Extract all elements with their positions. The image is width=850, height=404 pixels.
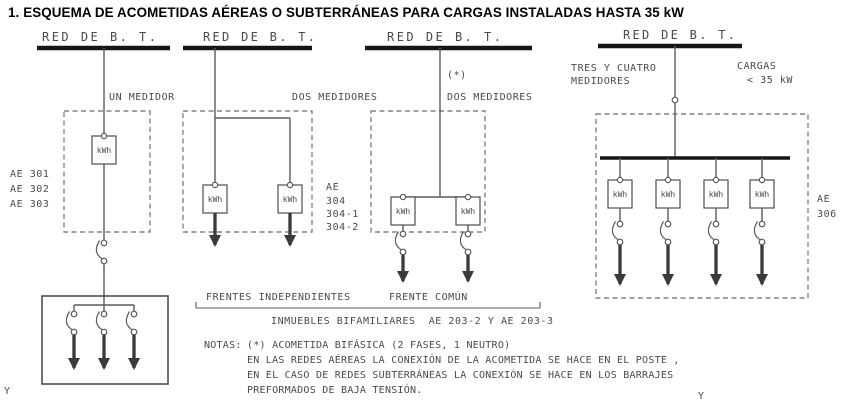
- disconnect-switch-icon: [95, 239, 108, 265]
- kwh-label: kWh: [661, 190, 676, 199]
- meter-enclosure-boundary: [595, 113, 809, 299]
- disconnect-switch-icon: [707, 220, 720, 246]
- disconnect-switch-icon: [459, 230, 472, 256]
- energy-meter-symbol: kWh: [703, 176, 729, 209]
- disconnect-switch-icon: [394, 230, 407, 256]
- connection-node-icon: [671, 96, 679, 104]
- kwh-label: kWh: [709, 190, 724, 199]
- corner-letter: Y: [698, 391, 705, 402]
- note-line: (*) ACOMETIDA BIFÁSICA (2 FASES, 1 NEUTR…: [247, 338, 510, 351]
- meter-count-caption: DOS MEDIDORES: [447, 92, 532, 103]
- ae-reference: AE 303: [10, 199, 49, 210]
- diagram-three-four-meters: RED DE B. T. TRES Y CUATRO MEDIDORES CAR…: [571, 28, 837, 299]
- energy-meter-symbol: kWh: [749, 176, 775, 209]
- diagram-two-meters-independent: RED DE B. T. DOS MEDIDORES kWh kWh AE 30…: [182, 30, 377, 247]
- ae-reference: 304-2: [326, 222, 359, 233]
- meter-count-caption: DOS MEDIDORES: [292, 92, 377, 103]
- meter-enclosure-boundary: [370, 110, 486, 233]
- notes-heading: NOTAS:: [204, 340, 242, 351]
- lv-network-label: RED DE B. T.: [203, 30, 315, 44]
- meter-enclosure-boundary: [63, 110, 151, 233]
- ae-reference: AE: [817, 194, 830, 205]
- lv-network-label: RED DE B. T.: [387, 30, 501, 44]
- energy-meter-symbol: kWh: [277, 181, 303, 214]
- kwh-label: kWh: [208, 195, 223, 204]
- kwh-label: kWh: [755, 190, 770, 199]
- ae-reference: AE 302: [10, 184, 49, 195]
- kwh-label: kWh: [283, 195, 298, 204]
- lv-network-label: RED DE B. T.: [42, 30, 156, 44]
- load-rating-caption: < 35 kW: [747, 75, 793, 86]
- energy-meter-symbol: kWh: [202, 181, 228, 214]
- load-rating-caption: CARGAS: [737, 61, 776, 72]
- meter-count-caption: TRES Y CUATRO: [571, 63, 656, 74]
- disconnect-switch-icon: [753, 220, 766, 246]
- front-type-label: FRENTE COMÚN: [389, 290, 468, 303]
- page-title: 1. ESQUEMA DE ACOMETIDAS AÉREAS O SUBTER…: [8, 5, 684, 20]
- corner-letter: Y: [4, 386, 11, 397]
- ae-reference: AE 301: [10, 169, 49, 180]
- energy-meter-symbol: kWh: [390, 193, 416, 226]
- diagram-single-meter: RED DE B. T. UN MEDIDOR kWh AE 301 AE 30…: [10, 30, 175, 385]
- ae-reference: AE: [326, 182, 339, 193]
- disconnect-switch-icon: [611, 220, 624, 246]
- note-line: PREFORMADOS DE BAJA TENSIÓN.: [247, 383, 423, 396]
- note-line: EN LAS REDES AÉREAS LA CONEXIÓN DE LA AC…: [247, 353, 680, 366]
- footnote-mark: (*): [447, 70, 467, 81]
- energy-meter-symbol: kWh: [455, 193, 481, 226]
- energy-meter-symbol: kWh: [91, 132, 117, 165]
- ae-reference: 306: [817, 209, 837, 220]
- distribution-box: [41, 295, 169, 385]
- disconnect-switch-icon: [95, 310, 108, 336]
- footer-annotations: FRENTES INDEPENDIENTES FRENTE COMÚN INMU…: [4, 290, 705, 402]
- lv-network-label: RED DE B. T.: [623, 28, 735, 42]
- ae-reference: 304-1: [326, 209, 359, 220]
- meter-enclosure-boundary: [182, 110, 313, 233]
- disconnect-switch-icon: [125, 310, 138, 336]
- kwh-label: kWh: [461, 207, 476, 216]
- disconnect-switch-icon: [65, 310, 78, 336]
- meter-count-caption: MEDIDORES: [571, 76, 630, 87]
- kwh-label: kWh: [613, 190, 628, 199]
- ae-reference: 304: [326, 196, 346, 207]
- inmuebles-caption: INMUEBLES BIFAMILIARES AE 203-2 Y AE 203…: [271, 316, 554, 327]
- front-type-label: FRENTES INDEPENDIENTES: [206, 292, 351, 303]
- kwh-label: kWh: [396, 207, 411, 216]
- kwh-label: kWh: [97, 146, 112, 155]
- energy-meter-symbol: kWh: [607, 176, 633, 209]
- disconnect-switch-icon: [659, 220, 672, 246]
- energy-meter-symbol: kWh: [655, 176, 681, 209]
- note-line: EN EL CASO DE REDES SUBTERRÁNEAS LA CONE…: [247, 368, 673, 381]
- diagram-two-meters-common: RED DE B. T. (*) DOS MEDIDORES kWh kWh: [365, 30, 532, 283]
- meter-count-caption: UN MEDIDOR: [109, 92, 175, 103]
